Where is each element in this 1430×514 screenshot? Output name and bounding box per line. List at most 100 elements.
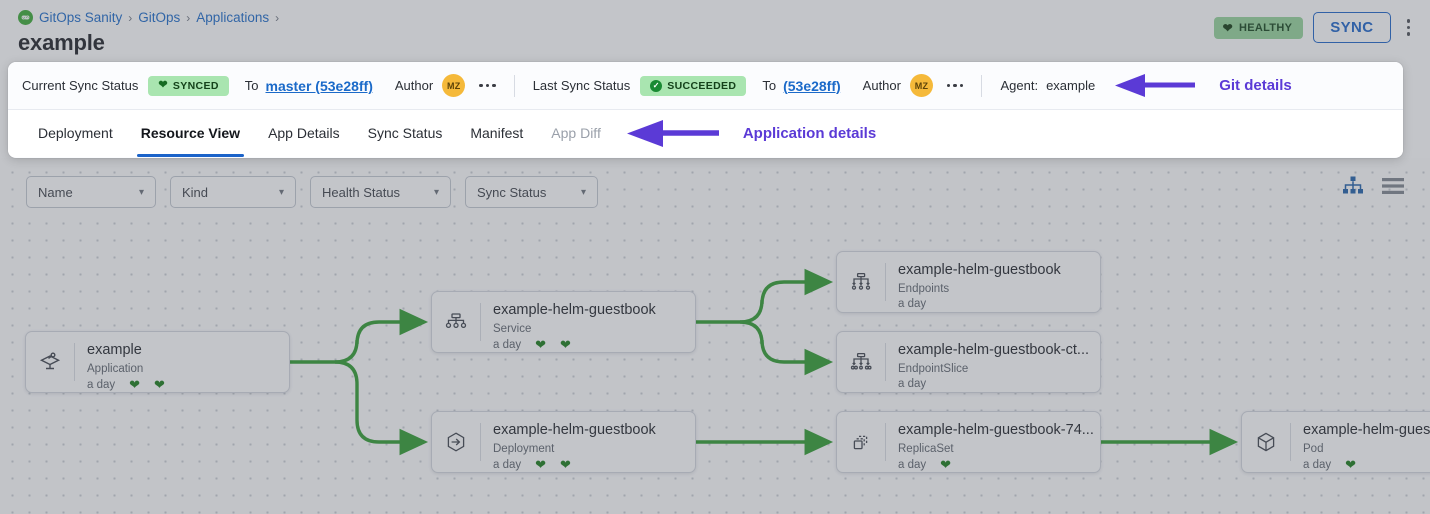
last-sync-status-badge[interactable]: ✓ SUCCEEDED — [640, 75, 747, 96]
annotation-arrow-application-details — [626, 119, 719, 147]
chevron-down-icon: ▾ — [138, 186, 144, 198]
node-age: a day — [898, 378, 927, 390]
last-sync-status-label: Last Sync Status — [532, 78, 631, 93]
annotation-label-application-details: Application details — [742, 125, 877, 142]
node-title: example — [87, 342, 142, 358]
page-title: example — [18, 30, 105, 55]
node-meta: a day ❤ — [898, 458, 1100, 471]
view-toggle — [1342, 176, 1404, 196]
current-sync-status-badge[interactable]: ❤ SYNCED — [148, 75, 229, 96]
node-title: example-helm-guestbook — [493, 422, 656, 438]
last-revision-link[interactable]: (53e28ff) — [783, 77, 841, 94]
node-body: example-helm-guestbook-74... ReplicaSet … — [886, 412, 1100, 472]
sync-heart-icon: ❤ — [154, 377, 165, 392]
sync-button[interactable]: SYNC — [1313, 12, 1391, 43]
divider — [480, 423, 481, 461]
list-view-icon[interactable] — [1382, 177, 1404, 195]
graph-node-endpointslice[interactable]: example-helm-guestbook-ct... EndpointSli… — [836, 331, 1101, 393]
graph-node-application[interactable]: example Application a day ❤ ❤ — [25, 331, 290, 393]
status-badge-healthy[interactable]: ❤ HEALTHY — [1213, 16, 1304, 39]
node-meta: a day ❤ ❤ — [87, 378, 289, 391]
tab-app-details[interactable]: App Details — [268, 125, 340, 141]
app-summary-card: Current Sync Status ❤ SYNCED To master (… — [8, 62, 1403, 158]
breadcrumb: GitOps Sanity › GitOps › Applications › — [18, 10, 279, 25]
graph-node-deployment[interactable]: example-helm-guestbook Deployment a day … — [431, 411, 696, 473]
graph-node-replicaset[interactable]: example-helm-guestbook-74... ReplicaSet … — [836, 411, 1101, 473]
service-icon — [432, 292, 480, 352]
node-title: example-helm-guestbook-ct... — [898, 342, 1089, 358]
avatar[interactable]: MZ — [442, 74, 466, 97]
breadcrumb-separator: › — [128, 10, 133, 25]
health-heart-icon: ❤ — [535, 337, 547, 352]
filter-sync-status-label: Sync Status — [477, 184, 547, 200]
health-heart-icon: ❤ — [535, 457, 547, 472]
filter-name-label: Name — [38, 184, 73, 200]
tab-app-diff[interactable]: App Diff — [551, 125, 601, 141]
health-heart-icon: ❤ — [129, 377, 141, 392]
divider — [981, 74, 983, 97]
breadcrumb-item-gitops-sanity[interactable]: GitOps Sanity — [39, 10, 123, 25]
node-body: example-helm-guestbook-ct... EndpointSli… — [886, 332, 1100, 392]
node-title: example-helm-guestbook-74... — [898, 422, 1094, 438]
node-kind: Application — [87, 363, 144, 375]
filter-name-select[interactable]: Name ▾ — [26, 176, 156, 208]
agent-label: Agent: — [1000, 78, 1039, 93]
node-age: a day — [1303, 458, 1332, 471]
divider — [74, 343, 75, 381]
current-sync-more-icon[interactable] — [479, 83, 496, 88]
node-meta: a day — [898, 378, 1100, 390]
node-kind: Deployment — [493, 443, 555, 455]
last-sync-status-value: SUCCEEDED — [667, 79, 737, 92]
chevron-down-icon: ▾ — [278, 186, 284, 198]
deployment-icon — [432, 412, 480, 472]
filter-kind-label: Kind — [182, 184, 209, 200]
current-revision-link[interactable]: master (53e28ff) — [265, 77, 373, 94]
tab-manifest[interactable]: Manifest — [470, 125, 524, 141]
current-author-label: Author — [394, 78, 434, 93]
endpoints-icon — [837, 252, 885, 312]
tab-sync-status[interactable]: Sync Status — [367, 125, 443, 141]
node-body: example Application a day ❤ ❤ — [75, 332, 289, 392]
node-body: example-helm-guestbook Service a day ❤ ❤ — [481, 292, 695, 352]
header-actions: ❤ HEALTHY SYNC — [1213, 12, 1417, 43]
node-title: example-helm-guestbook — [493, 302, 656, 318]
breadcrumb-item-applications[interactable]: Applications — [196, 10, 270, 25]
tab-resource-view[interactable]: Resource View — [127, 110, 254, 157]
filter-kind-select[interactable]: Kind ▾ — [170, 176, 296, 208]
node-age: a day — [493, 458, 522, 471]
breadcrumb-separator: › — [275, 10, 280, 25]
filter-sync-status-select[interactable]: Sync Status ▾ — [465, 176, 598, 208]
node-meta: a day ❤ — [1303, 458, 1430, 471]
status-badge-label: HEALTHY — [1238, 21, 1293, 34]
check-circle-icon: ✓ — [650, 79, 663, 92]
chevron-down-icon: ▾ — [580, 186, 586, 198]
node-meta: a day ❤ ❤ — [493, 458, 695, 471]
divider — [513, 74, 515, 97]
pod-icon — [1242, 412, 1290, 472]
avatar[interactable]: MZ — [909, 74, 933, 97]
node-body: example-helm-guestbook Deployment a day … — [481, 412, 695, 472]
filter-bar: Name ▾ Kind ▾ Health Status ▾ Sync Statu… — [26, 176, 598, 208]
tree-view-icon[interactable] — [1342, 176, 1364, 196]
kebab-menu-icon[interactable] — [1401, 15, 1417, 40]
breadcrumb-separator: › — [186, 10, 191, 25]
tab-deployment[interactable]: Deployment — [38, 125, 113, 141]
resource-graph-canvas[interactable]: Name ▾ Kind ▾ Health Status ▾ Sync Statu… — [0, 158, 1430, 514]
agent-value: example — [1046, 78, 1096, 93]
current-sync-status-value: SYNCED — [172, 79, 219, 92]
sync-heart-icon: ❤ — [560, 337, 571, 352]
last-sync-more-icon[interactable] — [946, 83, 964, 88]
breadcrumb-item-gitops[interactable]: GitOps — [138, 10, 181, 25]
graph-node-service[interactable]: example-helm-guestbook Service a day ❤ ❤ — [431, 291, 696, 353]
node-age: a day — [898, 458, 927, 471]
filter-health-status-label: Health Status — [322, 184, 401, 200]
filter-health-status-select[interactable]: Health Status ▾ — [310, 176, 451, 208]
health-heart-icon: ❤ — [940, 457, 952, 472]
graph-node-pod[interactable]: example-helm-guest Pod a day ❤ — [1241, 411, 1430, 473]
graph-node-endpoints[interactable]: example-helm-guestbook Endpoints a day — [836, 251, 1101, 313]
node-kind: Service — [493, 323, 532, 335]
sync-heart-icon: ❤ — [560, 457, 571, 472]
divider — [885, 343, 886, 381]
node-body: example-helm-guest Pod a day ❤ — [1291, 412, 1430, 472]
